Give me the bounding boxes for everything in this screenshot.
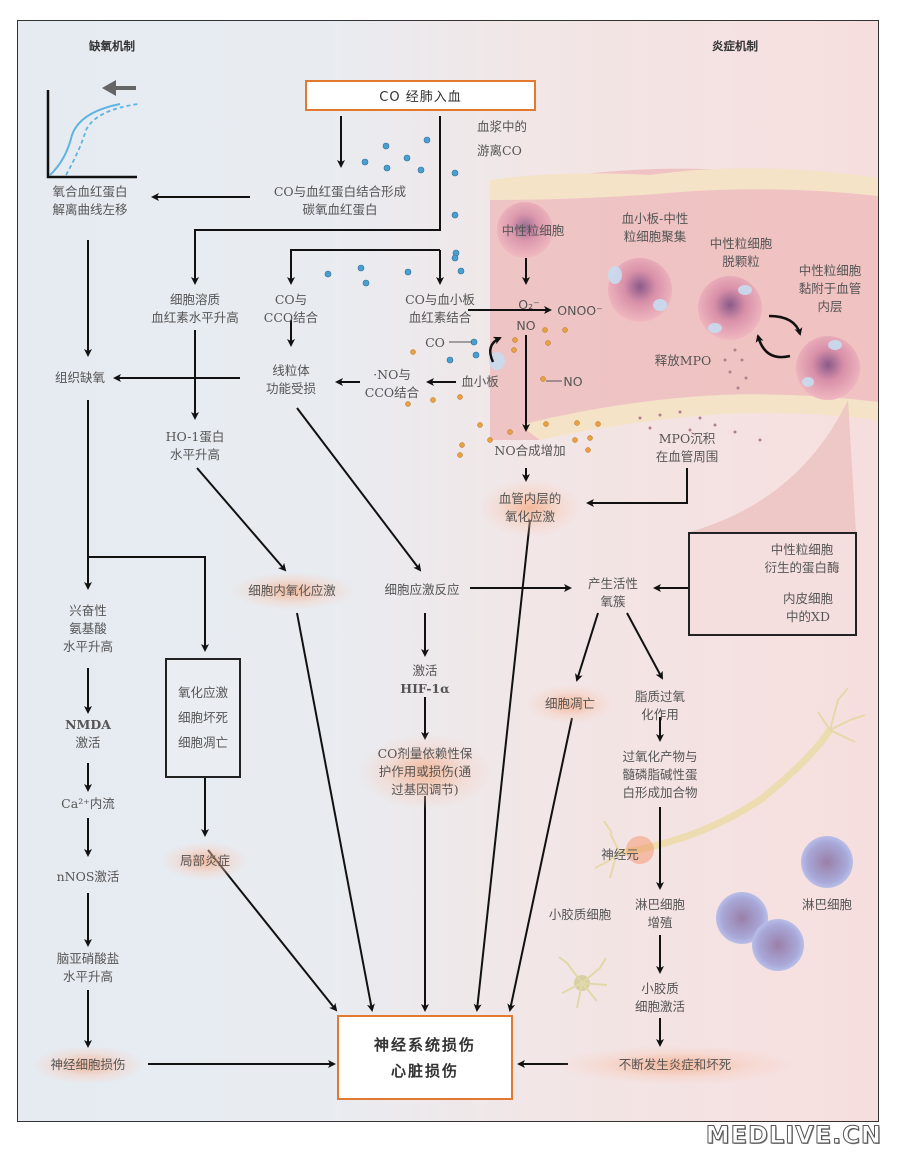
neutrophil-protease-label: 中性粒细胞衍生的蛋白酶: [764, 542, 840, 575]
watermark: MEDLIVE.CN: [705, 1121, 882, 1150]
lymphocyte-proliferation-label: 淋巴细胞增殖: [634, 897, 686, 930]
neutrophil-label: 中性粒细胞: [501, 223, 565, 238]
apoptosis-label: 细胞凋亡: [526, 685, 614, 723]
no-marker-label: NO: [563, 374, 583, 389]
left-shift-arrow-icon: [102, 80, 116, 96]
endothelial-xd-label: 内皮细胞中的XD: [782, 591, 834, 624]
endothelial-oxidative-stress-label: 血管内层的氧化应激: [480, 480, 580, 536]
lymphocyte-cell-1: [801, 836, 853, 888]
legend-marker-lines: [449, 341, 562, 382]
cycle-arrows: [488, 314, 803, 363]
final-outcome-line2: 心脏损伤: [390, 1061, 459, 1080]
lymphocyte-cell-2: [716, 892, 768, 944]
blood-vessel-illustration: [490, 168, 878, 441]
nnos-activation-label: nNOS激活: [56, 869, 120, 884]
lipid-peroxidation-label: 脂质过氧化作用: [634, 689, 686, 722]
hypoxia-mechanism-header: 缺氧机制: [89, 39, 135, 53]
no-synthesis-label: NO合成增加: [494, 443, 566, 458]
microglia-illustration: [558, 956, 608, 1009]
oxidative-stress-box: [165, 658, 241, 778]
release-mpo-label: 释放MPO: [654, 353, 712, 368]
no-molecules: [405, 327, 601, 458]
neuron-injury-label: 神经细胞损伤: [32, 1046, 144, 1084]
intracellular-oxidative-stress-label: 细胞内氧化应激: [230, 572, 354, 610]
neutrophil-cell-4: [796, 336, 860, 400]
co-entry-label: CO 经肺入血: [379, 90, 462, 105]
co-entry-box: CO 经肺入血: [305, 80, 536, 111]
co-molecules: [324, 136, 480, 364]
ongoing-inflammation-label: 不断发生炎症和坏死: [558, 1046, 792, 1084]
oxidative-box-text: 氧化应激细胞坏死细胞凋亡: [177, 685, 229, 750]
dissociation-curve-chart: [46, 80, 139, 179]
lymphocyte-label: 淋巴细胞: [801, 897, 853, 912]
co-hemoglobin-label: CO与血红蛋白结合形成碳氧血红蛋白: [273, 184, 407, 217]
ros-label: 产生活性氧簇: [587, 576, 639, 609]
superoxide-label: O₂⁻: [518, 297, 540, 312]
lymphocyte-cell-3: [752, 919, 804, 971]
zoom-inset-wedge: [690, 400, 856, 532]
neutrophil-adhesion-label: 中性粒细胞黏附于血管内层: [798, 263, 862, 314]
final-outcome-line1: 神经系统损伤: [373, 1035, 476, 1054]
neutrophil-cell-1: [497, 202, 553, 258]
co-marker-label: CO: [425, 335, 445, 350]
local-inflammation-label: 局部炎症: [161, 842, 249, 880]
final-outcome-box: 神经系统损伤 心脏损伤: [337, 1015, 513, 1100]
peroxidation-products-label: 过氧化产物与髓磷脂碱性蛋白形成加合物: [622, 749, 698, 800]
curve-shift-label: 氧合血红蛋白解离曲线左移: [52, 184, 128, 217]
excitatory-aa-label: 兴奋性氨基酸水平升高: [62, 603, 114, 654]
tissue-hypoxia-label: 组织缺氧: [54, 370, 106, 385]
co-dose-dependent-label: CO剂量依赖性保护作用或损伤(通过基因调节): [359, 735, 491, 809]
neutrophil-cell-3: [698, 276, 762, 340]
mpo-deposit-label: MPO沉积在血管周围: [655, 431, 719, 464]
platelet-label: 血小板: [461, 374, 499, 389]
brain-nitrite-label: 脑亚硝酸盐水平升高: [56, 951, 120, 984]
nitric-oxide-label: NO: [516, 318, 536, 333]
mitochondria-damage-label: 线粒体功能受损: [265, 363, 317, 396]
plasma-free-co-label: 血浆中的游离CO: [477, 119, 528, 158]
platelet-neutrophil-aggregation-label: 血小板-中性粒细胞聚集: [621, 211, 689, 244]
microglia-label: 小胶质细胞: [548, 907, 612, 922]
calcium-influx-label: Ca²⁺内流: [61, 796, 115, 811]
peroxynitrite-label: ONOO⁻: [557, 303, 603, 318]
co-platelet-heme-label: CO与血小板血红素结合: [405, 292, 475, 325]
neuron-illustration: [594, 687, 866, 879]
microglia-activation-label: 小胶质细胞激活: [634, 981, 686, 1014]
inset-source-box: [688, 532, 857, 636]
cytosolic-heme-label: 细胞溶质血红素水平升高: [151, 292, 239, 325]
flow-arrows: [84, 116, 769, 1068]
inflammation-mechanism-header: 炎症机制: [712, 39, 758, 53]
neuron-label: 神经元: [601, 847, 639, 862]
platelet-markers: [489, 266, 842, 387]
degranulation-label: 中性粒细胞脱颗粒: [709, 236, 773, 269]
mpo-particles: [638, 348, 762, 442]
ho1-label: HO-1蛋白水平升高: [165, 429, 225, 462]
cell-stress-response-label: 细胞应激反应: [384, 582, 460, 597]
